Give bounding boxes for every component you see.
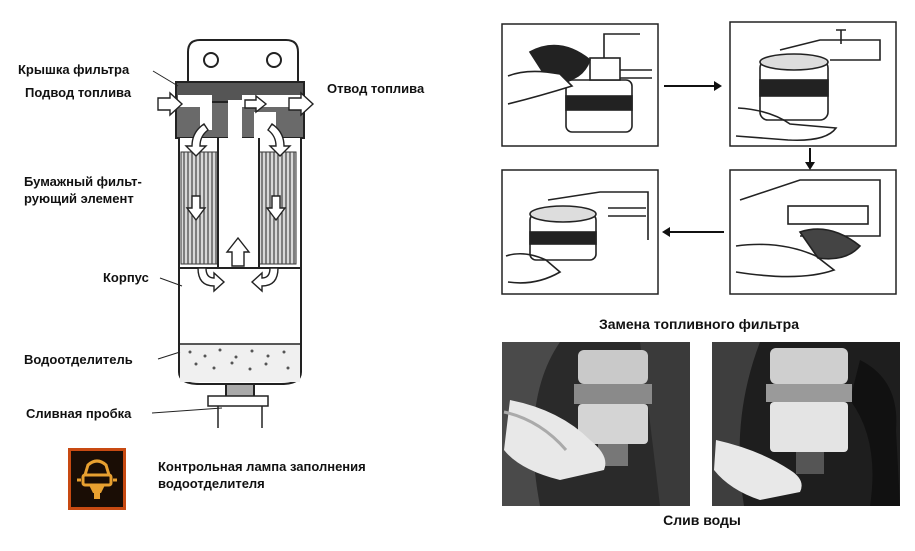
water-separator-zone <box>180 344 300 382</box>
clean-mount-surface-icon <box>735 179 881 278</box>
label-housing: Корпус <box>103 270 149 285</box>
flow-arrow-right-icon <box>244 94 268 114</box>
inlet-arrow-icon <box>157 91 184 117</box>
flow-arrow-curve-icon <box>250 267 279 293</box>
warning-lamp-caption: Контрольная лампа заполнения водоотделит… <box>158 458 366 492</box>
flow-arrow-curve-icon <box>184 123 209 157</box>
flow-arrow-down-icon <box>185 195 207 222</box>
install-new-filter-icon <box>505 191 649 284</box>
label-filter-cap: Крышка фильтра <box>18 62 130 77</box>
warning-lamp-text-line2: водоотделителя <box>158 476 265 491</box>
outlet-arrow-icon <box>288 91 315 117</box>
drain-photo-close-icon <box>712 342 900 506</box>
label-water-separator: Водоотделитель <box>24 352 133 367</box>
water-separator-lamp-icon <box>77 459 117 499</box>
unscrew-filter-icon <box>735 29 881 142</box>
mounting-bracket <box>187 39 299 83</box>
label-paper-element-line2: рующий элемент <box>24 191 134 206</box>
warning-lamp-text-line1: Контрольная лампа заполнения <box>158 459 366 474</box>
drain-photo-open-icon <box>502 342 690 506</box>
flow-arrow-up-icon <box>225 236 251 267</box>
wipe-filter-with-rag-icon <box>507 33 652 133</box>
water-drain-caption: Слив воды <box>663 512 741 528</box>
label-paper-element-line1: Бумажный фильт- <box>24 174 142 189</box>
flow-arrow-curve-icon <box>197 267 226 293</box>
filter-replacement-caption: Замена топливного фильтра <box>598 316 800 332</box>
label-fuel-inlet: Подвод топлива <box>25 85 132 100</box>
flow-arrow-curve-icon <box>267 123 292 157</box>
water-separator-warning-lamp <box>68 448 126 510</box>
flow-arrow-down-icon <box>265 195 287 222</box>
label-fuel-outlet: Отвод топлива <box>327 81 425 96</box>
label-drain-plug: Сливная пробка <box>26 406 132 421</box>
